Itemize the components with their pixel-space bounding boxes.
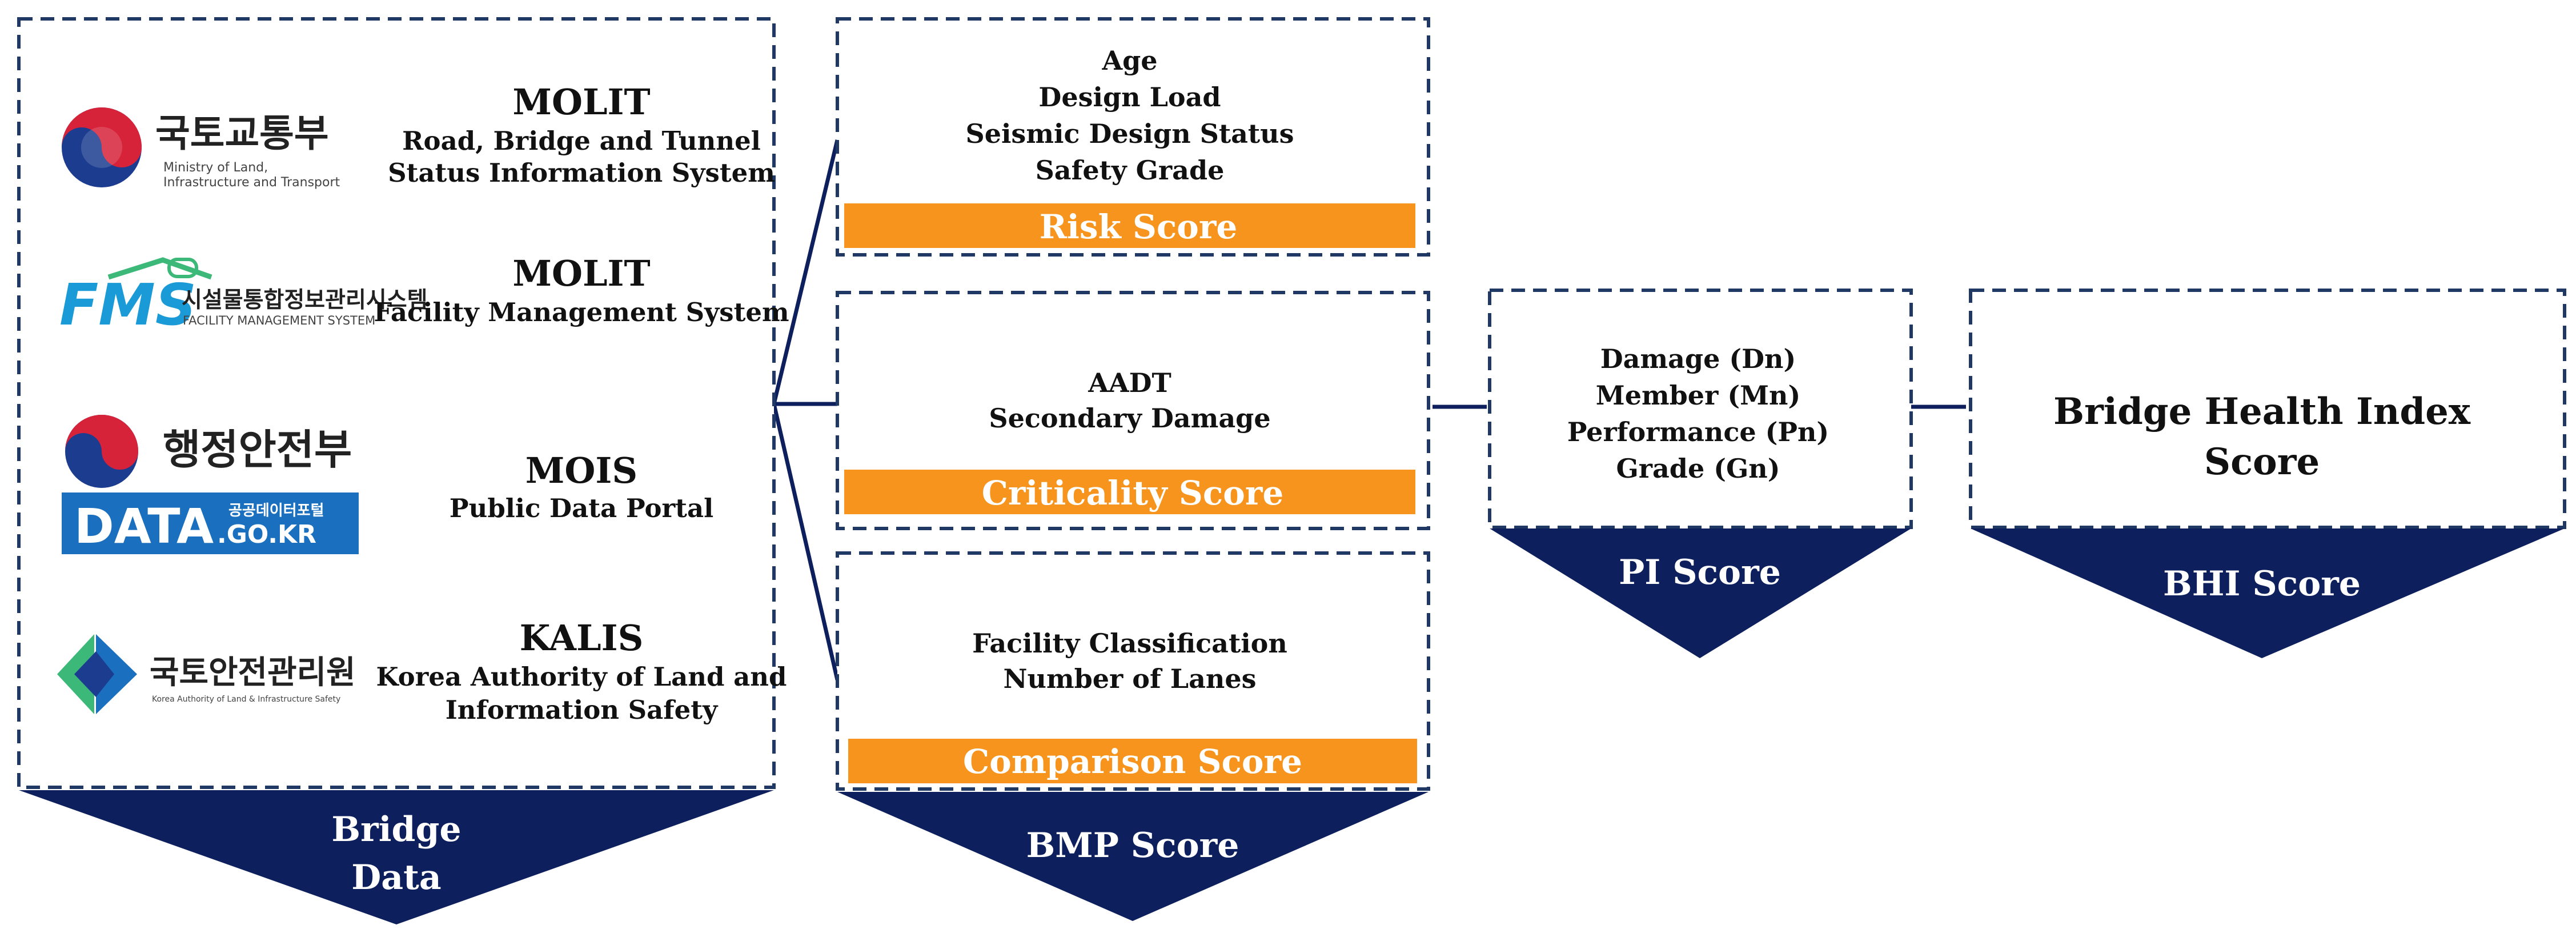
connector-bridge-to-comparison xyxy=(772,403,840,680)
mois-logo-korean: 행정안전부 xyxy=(163,426,352,474)
kalis-logo-english: Korea Authority of Land & Infrastructure… xyxy=(152,695,340,704)
pi-item: Performance (Pn) xyxy=(1567,417,1829,447)
data-portal-logo-url: .GO.KR xyxy=(217,520,316,549)
kalis-logo-icon xyxy=(57,634,137,714)
source-molit-road-bridge: 국토교통부 Ministry of Land, Infrastructure a… xyxy=(62,81,775,190)
comparison-item: Facility Classification xyxy=(972,628,1287,659)
data-portal-logo-box xyxy=(62,492,359,554)
molit-logo-english-1: Ministry of Land, xyxy=(163,161,268,175)
bhi-score-arrow xyxy=(1971,528,2565,658)
pi-item: Member (Mn) xyxy=(1596,380,1800,411)
comparison-score-box: Facility Classification Number of Lanes … xyxy=(836,551,1430,791)
source-title: MOLIT xyxy=(512,253,650,294)
risk-item: Safety Grade xyxy=(1036,155,1225,186)
connector-bridge-to-risk xyxy=(772,139,840,405)
bmp-score-arrow-label: BMP Score xyxy=(1026,826,1239,866)
bridge-data-panel: Bridge Data 국토교통부 Ministry of Land, Infr… xyxy=(17,17,789,924)
source-title: KALIS xyxy=(520,617,644,659)
molit-logo-korean: 국토교통부 xyxy=(155,111,329,155)
bhi-title-2: Score xyxy=(2204,441,2320,483)
comparison-score-bar xyxy=(848,739,1417,783)
bmp-column: Age Design Load Seismic Design Status Sa… xyxy=(836,17,1430,921)
bhi-box xyxy=(1969,289,2566,529)
source-title: MOIS xyxy=(525,450,637,491)
criticality-score-box: AADT Secondary Damage Criticality Score xyxy=(836,291,1430,530)
bridge-data-arrow-label-2: Data xyxy=(351,858,442,898)
comparison-item: Number of Lanes xyxy=(1003,663,1256,694)
bridge-data-arrow xyxy=(19,790,774,924)
pi-box xyxy=(1488,289,1913,529)
bmp-score-arrow xyxy=(837,792,1429,921)
risk-score-bar xyxy=(844,203,1415,248)
risk-score-label: Risk Score xyxy=(1040,207,1238,246)
data-portal-logo-mark: DATA xyxy=(74,498,214,554)
bhi-title-1: Bridge Health Index xyxy=(2053,390,2471,433)
criticality-item: AADT xyxy=(1088,367,1171,398)
criticality-score-bar xyxy=(844,470,1415,514)
source-kalis: 국토안전관리원 Korea Authority of Land & Infras… xyxy=(57,617,787,725)
risk-item: Seismic Design Status xyxy=(965,118,1294,149)
pi-column: Damage (Dn) Member (Mn) Performance (Pn)… xyxy=(1488,289,1913,658)
source-title: MOLIT xyxy=(512,81,650,123)
criticality-item: Secondary Damage xyxy=(989,403,1270,434)
bridge-data-arrow-label-1: Bridge xyxy=(331,810,461,850)
bhi-score-arrow-label: BHI Score xyxy=(2163,564,2361,604)
risk-item: Design Load xyxy=(1038,82,1221,113)
source-subtitle-1: Road, Bridge and Tunnel xyxy=(402,126,761,156)
source-subtitle-1: Public Data Portal xyxy=(450,493,713,523)
molit-logo-english-2: Infrastructure and Transport xyxy=(163,175,340,190)
risk-score-box: Age Design Load Seismic Design Status Sa… xyxy=(836,17,1430,257)
source-subtitle-1: Facility Management System xyxy=(374,297,789,327)
connector-lines xyxy=(772,139,1966,680)
source-subtitle-1: Korea Authority of Land and xyxy=(376,662,787,692)
taegeuk-logo-icon xyxy=(65,415,138,488)
source-molit-fms: FMS 시설물통합정보관리시스템 FACILITY MANAGEMENT SYS… xyxy=(59,253,789,338)
data-portal-logo-korean: 공공데이터포털 xyxy=(228,502,324,519)
fms-logo-mark: FMS xyxy=(59,271,196,338)
source-mois-data-portal: 행정안전부 DATA 공공데이터포털 .GO.KR MOIS Public Da… xyxy=(62,415,713,554)
pi-item: Damage (Dn) xyxy=(1600,343,1796,374)
criticality-score-label: Criticality Score xyxy=(982,474,1284,512)
fms-logo-korean: 시설물통합정보관리시스템 xyxy=(182,287,428,313)
risk-item: Age xyxy=(1101,45,1157,76)
source-subtitle-2: Information Safety xyxy=(446,695,719,725)
taegeuk-logo-icon xyxy=(62,107,142,187)
pi-score-arrow-label: PI Score xyxy=(1619,552,1781,592)
kalis-logo-korean: 국토안전관리원 xyxy=(150,654,356,691)
pi-score-arrow xyxy=(1490,528,1911,658)
fms-logo-english: FACILITY MANAGEMENT SYSTEM xyxy=(183,314,375,327)
bhi-column: Bridge Health Index Score BHI Score xyxy=(1969,289,2566,658)
comparison-score-label: Comparison Score xyxy=(963,742,1302,781)
pi-item: Grade (Gn) xyxy=(1616,453,1780,484)
source-subtitle-2: Status Information System xyxy=(388,158,775,188)
fms-leaf-icon xyxy=(167,258,198,278)
bridge-data-box xyxy=(17,17,776,789)
